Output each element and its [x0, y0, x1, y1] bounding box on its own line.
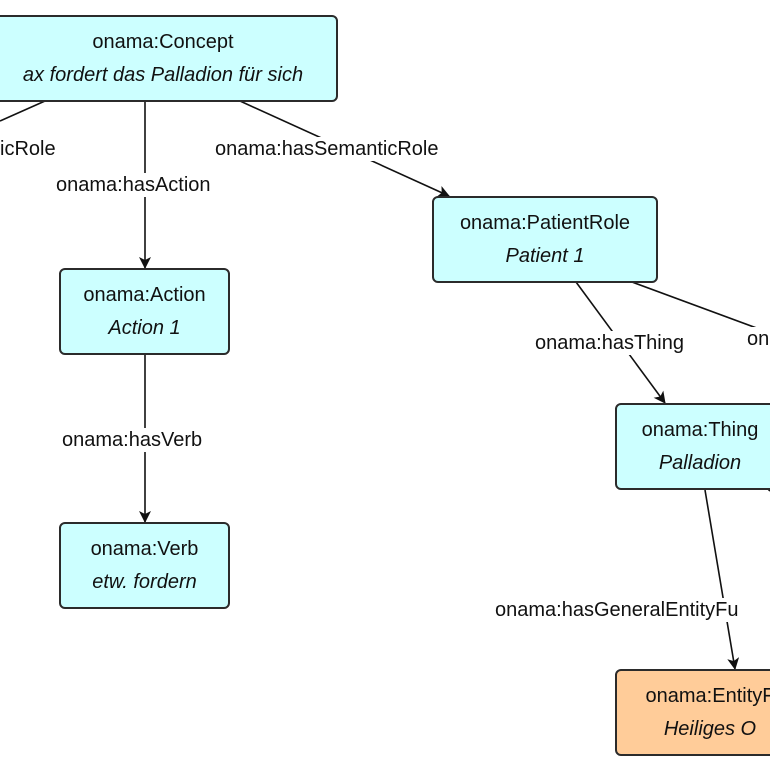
patient-role-node[interactable]: onama:PatientRole Patient 1	[432, 196, 658, 283]
action-node-label: Action 1	[108, 316, 181, 339]
edge-line-has-general-entity	[704, 489, 740, 670]
edge-label-semantic-role-left: icRole	[0, 137, 58, 161]
concept-node[interactable]: onama:Concept ax fordert das Palladion f…	[0, 15, 338, 102]
patient-role-node-type: onama:PatientRole	[459, 211, 631, 234]
edge-label-has-action: onama:hasAction	[54, 173, 213, 197]
thing-node-label: Palladion	[658, 451, 742, 474]
verb-node[interactable]: onama:Verb etw. fordern	[59, 522, 230, 609]
entity-node-label: Heiliges O	[663, 717, 757, 740]
action-node-type: onama:Action	[83, 283, 206, 306]
action-node[interactable]: onama:Action Action 1	[59, 268, 230, 355]
concept-node-label: ax fordert das Palladion für sich	[22, 63, 304, 86]
entity-node[interactable]: onama:EntityF Heiliges O	[615, 669, 770, 756]
concept-node-type: onama:Concept	[92, 30, 234, 53]
thing-node-type: onama:Thing	[641, 418, 759, 441]
verb-node-label: etw. fordern	[92, 570, 197, 593]
verb-node-type: onama:Verb	[90, 537, 199, 560]
edge-label-has-general-entity: onama:hasGeneralEntityFu	[493, 598, 741, 622]
edge-label-has-semantic-role: onama:hasSemanticRole	[213, 137, 441, 161]
edge-label-right-partial: on	[745, 327, 770, 351]
edge-line-right-partial	[631, 281, 770, 334]
thing-node[interactable]: onama:Thing Palladion	[615, 403, 770, 490]
patient-role-node-label: Patient 1	[505, 244, 585, 267]
entity-node-type: onama:EntityF	[645, 684, 770, 707]
edge-label-has-verb: onama:hasVerb	[60, 428, 205, 452]
edge-label-has-thing: onama:hasThing	[533, 331, 686, 355]
edge-line-semantic-role-left	[0, 100, 46, 122]
